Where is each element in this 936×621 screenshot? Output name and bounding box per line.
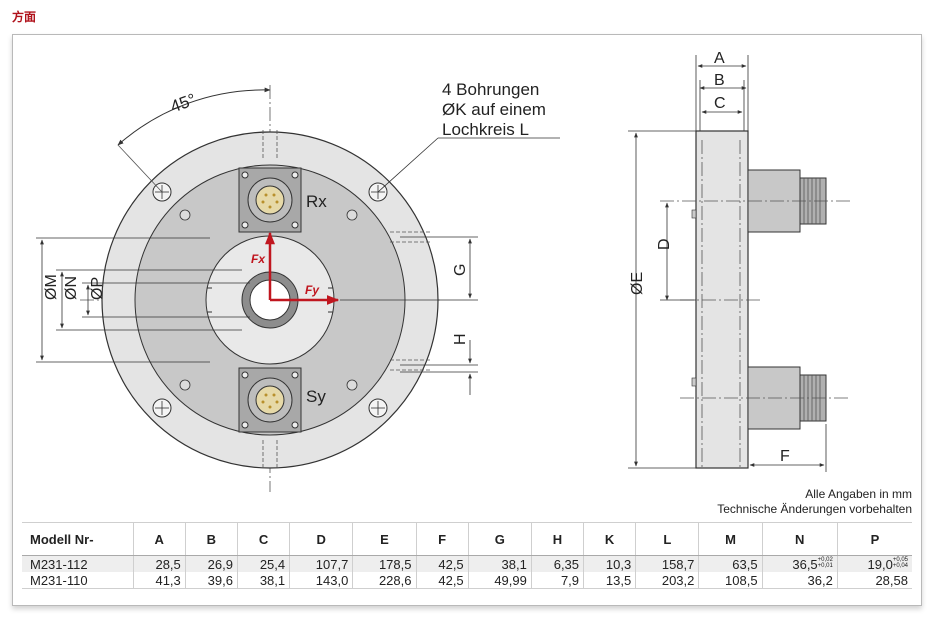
p-tol-upper: +0,05 <box>892 556 908 563</box>
connector-rx <box>238 167 302 233</box>
mounting-holes <box>152 182 388 418</box>
cell-p: 19,0+0,05+0,04 <box>836 555 912 572</box>
cell-model: M231-110 <box>22 572 134 589</box>
table-row: M231-110 41,3 39,6 38,1 143,0 228,6 42,5… <box>22 572 912 589</box>
dim-d-label: D <box>656 238 673 250</box>
cell-f: 42,5 <box>415 572 469 589</box>
dim-h-label: H <box>452 333 469 345</box>
cell-m: 108,5 <box>698 572 763 589</box>
cell-p-value: 19,0 <box>867 556 893 572</box>
col-header-model: Modell Nr- <box>22 522 134 556</box>
col-header-l: L <box>635 522 699 556</box>
col-header-f: F <box>415 522 469 556</box>
n-tol-lower: +0,01 <box>817 562 833 569</box>
col-header-a: A <box>132 522 186 556</box>
cell-n-value: 36,5 <box>792 556 818 572</box>
note-units: Alle Angaben in mm <box>805 487 912 501</box>
col-header-m: M <box>698 522 763 556</box>
cell-m: 63,5 <box>698 555 763 572</box>
table-header-row: Modell Nr- A B C D E F G H K L M N P <box>22 522 912 556</box>
col-header-p: P <box>836 522 912 556</box>
dim-e-label: ØE <box>629 272 646 295</box>
cell-g: 38,1 <box>467 555 532 572</box>
col-header-c: C <box>236 522 290 556</box>
dim-b-label: B <box>714 72 725 89</box>
cell-n: 36,2 <box>761 572 838 589</box>
flange-side <box>695 130 749 469</box>
cell-p-tolerance: +0,05+0,04 <box>893 557 908 569</box>
cell-d: 107,7 <box>289 555 353 572</box>
cell-k: 10,3 <box>583 555 636 572</box>
cell-c: 25,4 <box>236 555 290 572</box>
col-header-n: N <box>761 522 838 556</box>
force-x-label: Fx <box>251 252 266 266</box>
cell-e: 178,5 <box>352 555 416 572</box>
col-header-h: H <box>530 522 584 556</box>
cell-p: 28,58 <box>836 572 912 589</box>
dim-c-label: C <box>714 95 726 112</box>
connector-sy-label: Sy <box>306 387 326 406</box>
force-y-label: Fy <box>305 283 320 297</box>
cell-f: 42,5 <box>415 555 469 572</box>
holes-note-line2: ØK auf einem <box>442 100 546 119</box>
connector-rx-label: Rx <box>306 192 327 211</box>
cell-a: 28,5 <box>132 555 186 572</box>
holes-note-line1: 4 Bohrungen <box>442 80 539 99</box>
cell-a: 41,3 <box>132 572 186 589</box>
cell-d: 143,0 <box>289 572 353 589</box>
cell-h: 7,9 <box>530 572 584 589</box>
side-view: A B C D ØE F <box>628 50 850 472</box>
cell-h: 6,35 <box>530 555 584 572</box>
dim-g-label: G <box>452 264 469 276</box>
cell-n-tolerance: +0,02+0,01 <box>818 557 833 569</box>
angle-label: 45° <box>168 90 199 117</box>
spec-table: Modell Nr- A B C D E F G H K L M N P M23… <box>22 522 912 589</box>
front-view: Rx Sy Fx Fy 45° 4 Bohrungen ØK auf einem… <box>36 80 560 492</box>
col-header-e: E <box>352 522 416 556</box>
cell-l: 203,2 <box>635 572 699 589</box>
dim-p-label: ØP <box>89 277 106 300</box>
cell-e: 228,6 <box>352 572 416 589</box>
cell-b: 39,6 <box>184 572 238 589</box>
col-header-g: G <box>467 522 532 556</box>
cell-model: M231-112 <box>22 555 134 572</box>
cell-k: 13,5 <box>583 572 636 589</box>
dim-n-label: ØN <box>63 276 80 300</box>
col-header-k: K <box>583 522 636 556</box>
table-row: M231-112 28,5 26,9 25,4 107,7 178,5 42,5… <box>22 555 912 572</box>
cell-g: 49,99 <box>467 572 532 589</box>
holes-note-line3: Lochkreis L <box>442 120 529 139</box>
dim-a-label: A <box>714 50 725 67</box>
n-tol-upper: +0,02 <box>817 556 833 563</box>
notes: Alle Angaben in mm Technische Änderungen… <box>717 487 912 517</box>
note-changes: Technische Änderungen vorbehalten <box>717 502 912 516</box>
page-heading: 方面 <box>12 10 37 24</box>
cell-l: 158,7 <box>635 555 699 572</box>
dim-f-label: F <box>780 448 790 465</box>
cell-c: 38,1 <box>236 572 290 589</box>
cell-b: 26,9 <box>184 555 238 572</box>
col-header-d: D <box>289 522 353 556</box>
connector-sy <box>238 367 302 433</box>
p-tol-lower: +0,04 <box>892 562 908 569</box>
dim-m-label: ØM <box>43 274 60 300</box>
col-header-b: B <box>184 522 238 556</box>
cell-n: 36,5+0,02+0,01 <box>761 555 838 572</box>
